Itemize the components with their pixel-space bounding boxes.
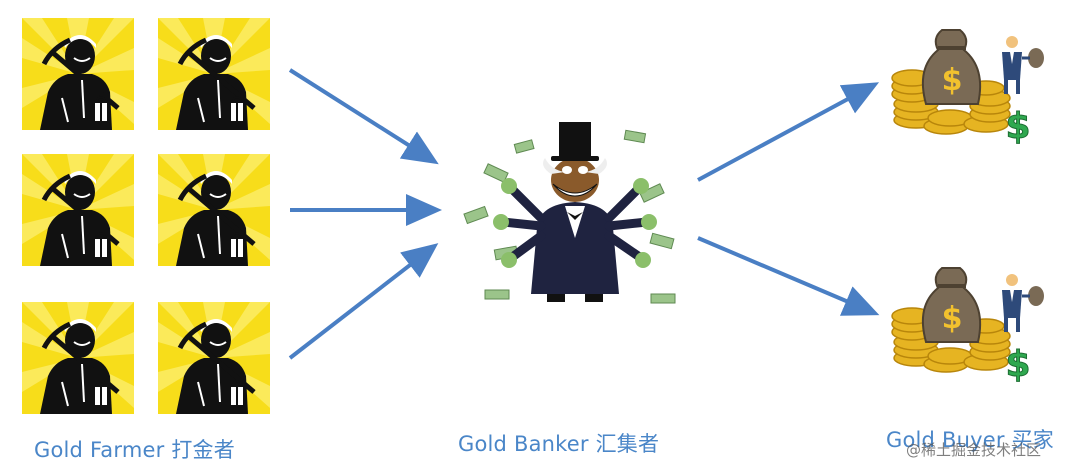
buyer-caption: Gold Buyer 买家 <box>886 428 1054 452</box>
buyer-money-bag-bottom <box>890 266 1046 386</box>
arrow-farmers-bottom-to-banker <box>288 243 439 360</box>
arrow-banker-to-buyer-top <box>697 82 880 182</box>
banker-caption: Gold Banker 汇集者 <box>458 432 660 456</box>
arrow-banker-to-buyer-bottom <box>697 236 880 316</box>
arrow-farmers-top-to-banker <box>288 68 439 165</box>
watermark: @稀土掘金技术社区 <box>906 441 1042 459</box>
money-grabbing-banker-icon <box>463 122 676 304</box>
buyer-money-bag-top <box>890 28 1046 148</box>
farmer-caption: Gold Farmer 打金者 <box>34 438 235 462</box>
